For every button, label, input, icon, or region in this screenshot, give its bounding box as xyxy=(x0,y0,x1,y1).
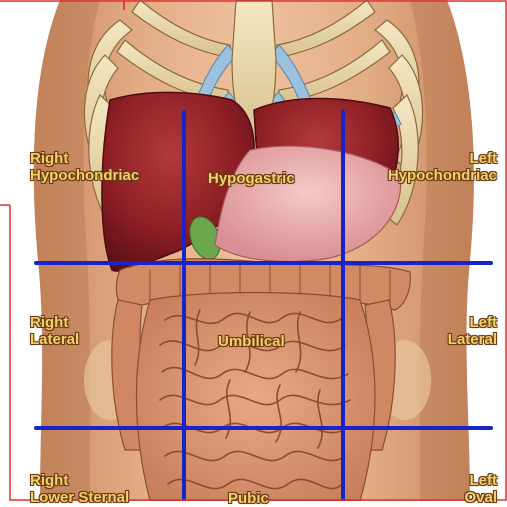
small-intestine xyxy=(137,293,376,502)
